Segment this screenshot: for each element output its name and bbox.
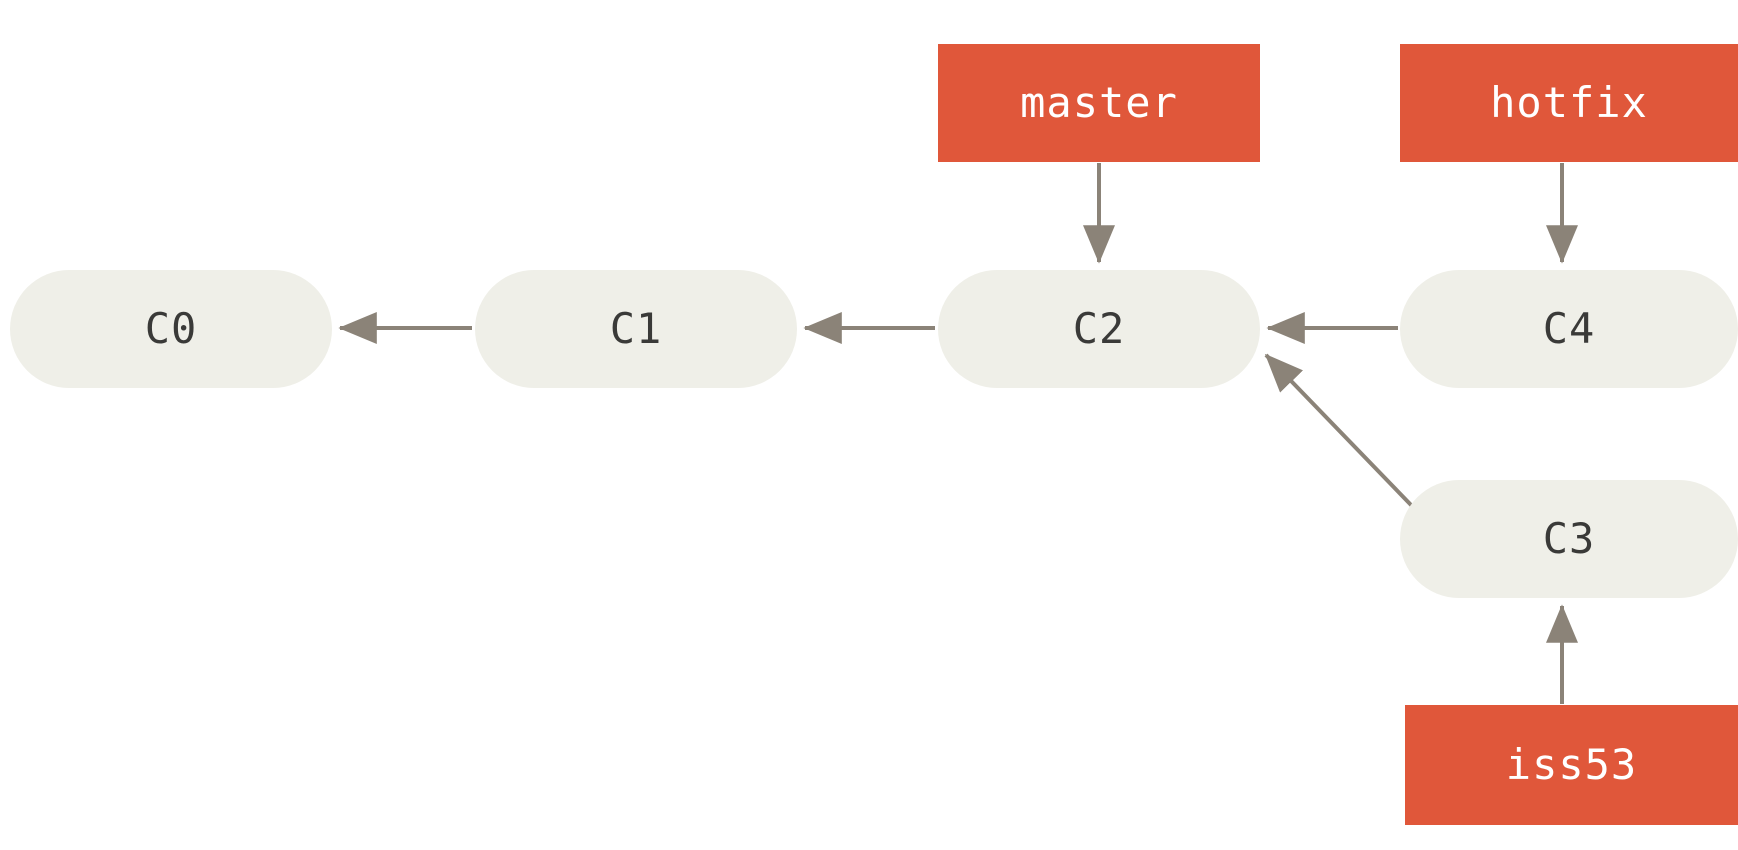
commit-node-c0[interactable]: C0 bbox=[10, 270, 332, 388]
commit-node-c4[interactable]: C4 bbox=[1400, 270, 1738, 388]
branch-label-hotfix: hotfix bbox=[1490, 78, 1648, 127]
branch-box-master[interactable]: master bbox=[938, 44, 1260, 162]
branch-label-master: master bbox=[1020, 78, 1178, 127]
commit-node-c1[interactable]: C1 bbox=[475, 270, 797, 388]
commit-label-c2: C2 bbox=[1072, 304, 1126, 353]
branch-box-iss53[interactable]: iss53 bbox=[1405, 705, 1738, 825]
commit-node-c2[interactable]: C2 bbox=[938, 270, 1260, 388]
commit-label-c3: C3 bbox=[1542, 514, 1596, 563]
commit-label-c0: C0 bbox=[144, 304, 198, 353]
commit-label-c4: C4 bbox=[1542, 304, 1596, 353]
commit-node-c3[interactable]: C3 bbox=[1400, 480, 1738, 598]
edge-c3-to-c2 bbox=[1264, 353, 1414, 508]
branch-box-hotfix[interactable]: hotfix bbox=[1400, 44, 1738, 162]
commit-label-c1: C1 bbox=[609, 304, 663, 353]
branch-label-iss53: iss53 bbox=[1505, 740, 1638, 789]
